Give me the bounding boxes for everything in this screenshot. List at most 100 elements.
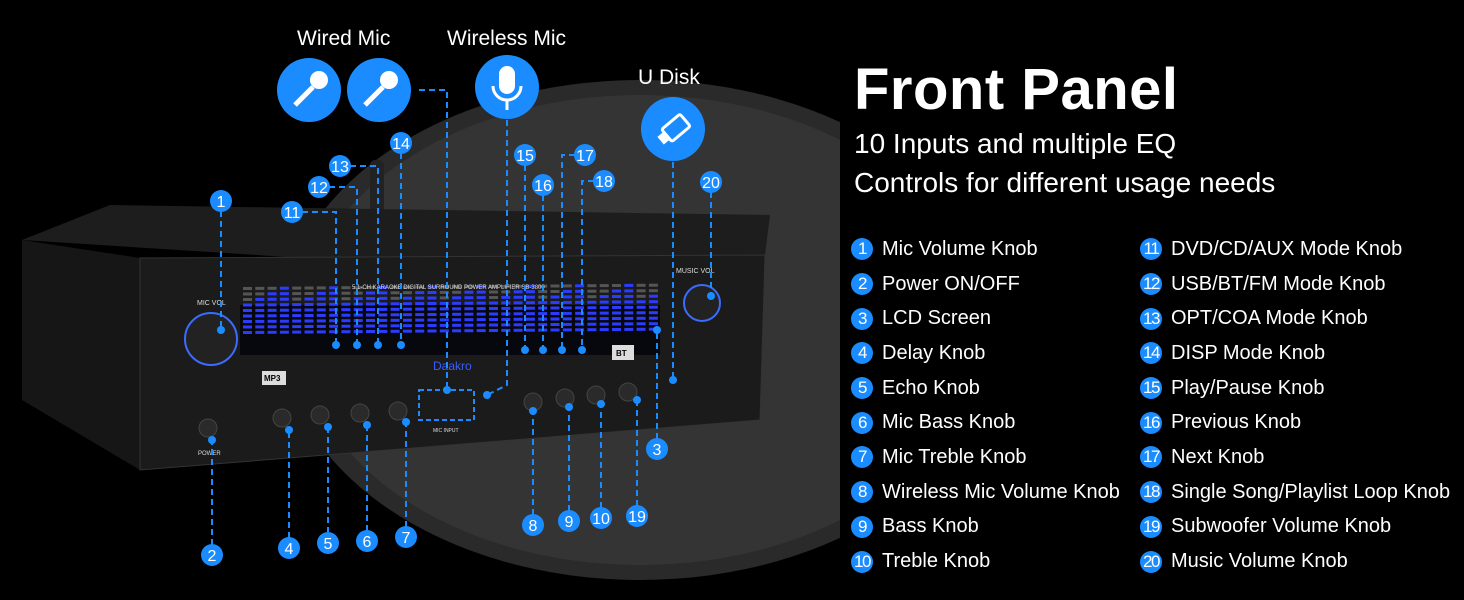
legend-item: 17 Next Knob xyxy=(1140,440,1450,475)
callout-number: 17 xyxy=(576,148,594,165)
callout-number: 14 xyxy=(392,136,410,153)
u-disk-label: U Disk xyxy=(638,66,700,89)
callout-badge: 7 xyxy=(395,526,417,548)
legend-label: Previous Knob xyxy=(1171,411,1302,434)
callout-badge: 16 xyxy=(532,174,554,196)
subtitle-line-1: 10 Inputs and multiple EQ xyxy=(854,128,1177,159)
legend-label: Treble Knob xyxy=(882,550,991,573)
wired-mic-label: Wired Mic xyxy=(297,27,391,50)
callout-number: 6 xyxy=(363,534,372,551)
legend-number-badge: 16 xyxy=(1140,411,1162,434)
wired-mic-icon xyxy=(277,58,341,122)
legend-label: Mic Treble Knob xyxy=(882,445,1027,468)
model-text: 5.1-CH KARAOKE DIGITAL SURROUND POWER AM… xyxy=(352,285,545,291)
legend-label: Power ON/OFF xyxy=(882,272,1020,295)
callout-number: 5 xyxy=(324,536,333,553)
front-knob xyxy=(388,401,408,421)
legend-item: 13 OPT/COA Mode Knob xyxy=(1140,301,1450,336)
legend-number-badge: 3 xyxy=(851,307,873,330)
legend-number-badge: 8 xyxy=(851,481,873,504)
front-knob xyxy=(618,382,638,402)
callout-badge: 10 xyxy=(590,507,612,529)
brand-text: Daakro xyxy=(433,359,472,373)
legend-item: 10 Treble Knob xyxy=(851,544,1120,579)
callout-number: 7 xyxy=(402,530,411,547)
legend-label: OPT/COA Mode Knob xyxy=(1171,307,1368,330)
callout-number: 8 xyxy=(529,518,538,535)
callout-badge: 5 xyxy=(317,532,339,554)
front-knob xyxy=(272,408,292,428)
front-knob xyxy=(198,418,218,438)
legend-number-badge: 4 xyxy=(851,342,873,365)
callout-number: 16 xyxy=(534,178,552,195)
legend-number-badge: 12 xyxy=(1140,273,1162,296)
front-knob xyxy=(350,403,370,423)
legend-number-badge: 2 xyxy=(851,273,873,296)
u-disk-icon xyxy=(641,97,705,161)
legend-item: 14 DISP Mode Knob xyxy=(1140,336,1450,371)
mp3-logo: MP3 xyxy=(264,374,281,383)
callout-badge: 19 xyxy=(626,505,648,527)
page-title: Front Panel xyxy=(854,57,1179,122)
wireless-mic-label: Wireless Mic xyxy=(447,27,566,50)
legend-label: DISP Mode Knob xyxy=(1171,341,1326,364)
callout-number: 18 xyxy=(595,174,613,191)
callout-badge: 14 xyxy=(390,132,412,154)
callout-badge: 20 xyxy=(700,171,722,193)
legend-number-badge: 19 xyxy=(1140,515,1162,538)
music-vol-text: MUSIC VOL xyxy=(676,268,715,275)
power-text: POWER xyxy=(198,451,221,457)
legend-number-badge: 13 xyxy=(1140,307,1162,330)
callout-number: 1 xyxy=(217,194,226,211)
legend-number-badge: 18 xyxy=(1140,481,1162,504)
callout-badge: 9 xyxy=(558,510,580,532)
wireless-mic-icon xyxy=(475,55,539,119)
legend-label: Single Song/Playlist Loop Knob xyxy=(1171,480,1451,503)
legend-label: Delay Knob xyxy=(882,341,986,364)
legend-label: Subwoofer Volume Knob xyxy=(1171,515,1392,538)
legend-label: Play/Pause Knob xyxy=(1171,376,1325,399)
callout-number: 11 xyxy=(284,205,301,222)
callout-number: 10 xyxy=(592,511,610,528)
subtitle-line-2: Controls for different usage needs xyxy=(854,167,1276,198)
legend-label: Next Knob xyxy=(1171,445,1265,468)
legend-item: 15 Play/Pause Knob xyxy=(1140,371,1450,406)
legend-label: Echo Knob xyxy=(882,376,980,399)
callout-number: 12 xyxy=(310,180,328,197)
legend-label: LCD Screen xyxy=(882,307,991,330)
callout-badge: 2 xyxy=(201,544,223,566)
callout-badge: 18 xyxy=(593,170,615,192)
legend-number-badge: 1 xyxy=(851,238,873,261)
callout-number: 20 xyxy=(702,175,720,192)
legend-number-badge: 7 xyxy=(851,446,873,469)
legend-number-badge: 17 xyxy=(1140,446,1162,469)
callout-number: 13 xyxy=(331,159,349,176)
legend-number-badge: 14 xyxy=(1140,342,1162,365)
callout-badge: 11 xyxy=(281,201,303,223)
legend-item: 18 Single Song/Playlist Loop Knob xyxy=(1140,475,1450,510)
callout-badge: 13 xyxy=(329,155,351,177)
mic-vol-knob xyxy=(184,312,238,366)
callout-number: 15 xyxy=(516,148,534,165)
legend-number-badge: 10 xyxy=(851,550,873,573)
callout-badge: 17 xyxy=(574,144,596,166)
legend-item: 2 Power ON/OFF xyxy=(851,267,1120,302)
mic-vol-text: MIC VOL xyxy=(197,300,226,307)
callout-badge: 6 xyxy=(356,530,378,552)
front-knob xyxy=(586,385,606,405)
legend-item: 4 Delay Knob xyxy=(851,336,1120,371)
legend-number-badge: 20 xyxy=(1140,550,1162,573)
legend-number-badge: 15 xyxy=(1140,377,1162,400)
callout-badge: 1 xyxy=(210,190,232,212)
callout-number: 19 xyxy=(628,509,646,526)
callout-number: 9 xyxy=(565,514,574,531)
